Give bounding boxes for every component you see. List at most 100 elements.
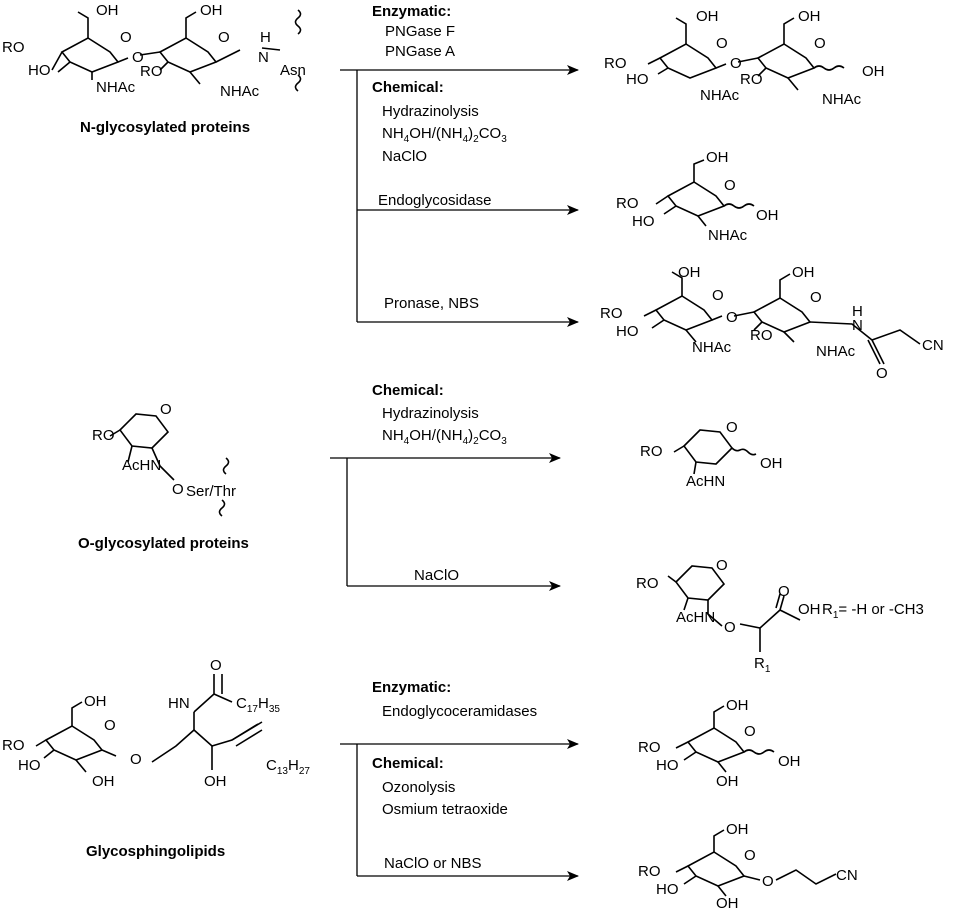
atom-label: O xyxy=(726,419,738,436)
o-glycan-caption: O-glycosylated proteins xyxy=(78,535,249,552)
atom-label: HO xyxy=(632,213,655,230)
atom-label: HN xyxy=(168,695,190,712)
atom-label: NHAc xyxy=(96,79,136,96)
atom-label: O xyxy=(130,751,142,768)
atom-label: NHAc xyxy=(700,87,740,104)
o-glycan-arrows xyxy=(330,453,561,591)
glycosphingolipid-caption: Glycosphingolipids xyxy=(86,843,225,860)
atom-label: RO xyxy=(140,63,163,80)
atom-label: O xyxy=(724,177,736,194)
atom-label: NHAc xyxy=(708,227,748,244)
chemical-label: Osmium tetraoxide xyxy=(382,801,508,818)
o-glycan-section: RO O AcHN O Ser/Thr O-glycosylated prote… xyxy=(78,382,924,675)
atom-label: OH xyxy=(726,697,749,714)
atom-label: C17H35 xyxy=(236,695,280,715)
atom-label: RO xyxy=(638,863,661,880)
atom-label: OH xyxy=(756,207,779,224)
atom-label: OH xyxy=(200,2,223,19)
atom-label: RO xyxy=(750,327,773,344)
atom-label: OH xyxy=(792,264,815,281)
atom-label: OH xyxy=(84,693,107,710)
atom-label: Asn xyxy=(280,62,306,79)
atom-label: RO xyxy=(2,737,25,754)
n-glycan-arrows xyxy=(340,65,579,327)
o-glycan-reactant-structure xyxy=(109,413,230,517)
atom-label: CN xyxy=(836,867,858,884)
atom-label: AcHN xyxy=(686,473,725,490)
n-glycan-product3-structure xyxy=(643,271,921,365)
atom-label: OH xyxy=(726,821,749,838)
chemical-label: NH4OH/(NH4)2CO3 xyxy=(382,125,507,145)
atom-label: AcHN xyxy=(676,609,715,626)
enzymatic-header: Enzymatic: xyxy=(372,3,451,20)
branch-label: Endoglycosidase xyxy=(378,192,491,209)
atom-label: RO xyxy=(92,427,115,444)
atom-label: O xyxy=(814,35,826,52)
atom-label: O xyxy=(172,481,184,498)
atom-label: NHAc xyxy=(816,343,856,360)
chemical-header: Chemical: xyxy=(372,755,444,772)
atom-label: CN xyxy=(922,337,944,354)
chemical-label: Ozonolysis xyxy=(382,779,455,796)
atom-label: OH xyxy=(798,8,821,25)
glycosphingolipid-section: OH RO HO O OH O HN O C17H35 OH C13H27 Gl… xyxy=(2,657,858,910)
atom-label: O xyxy=(104,717,116,734)
atom-label: HO xyxy=(656,757,679,774)
enzyme-label: Endoglycoceramidases xyxy=(382,703,537,720)
atom-label: AcHN xyxy=(122,457,161,474)
enzymatic-header: Enzymatic: xyxy=(372,679,451,696)
atom-label: OH xyxy=(778,753,801,770)
atom-label: C13H27 xyxy=(266,757,310,777)
atom-label: OH xyxy=(862,63,885,80)
atom-label: NHAc xyxy=(822,91,862,108)
atom-label: O xyxy=(810,289,822,306)
n-glycan-caption: N-glycosylated proteins xyxy=(80,119,250,136)
atom-label: OH xyxy=(96,2,119,19)
chemical-label: Hydrazinolysis xyxy=(382,103,479,120)
atom-label: O xyxy=(778,583,790,600)
atom-label: O xyxy=(218,29,230,46)
o-glycan-product1-structure xyxy=(673,429,757,475)
n-glycan-product1-structure xyxy=(647,17,845,91)
atom-label: RO xyxy=(616,195,639,212)
atom-label: HO xyxy=(626,71,649,88)
atom-label: OH xyxy=(678,264,701,281)
atom-label: RO xyxy=(638,739,661,756)
atom-label: HO xyxy=(28,62,51,79)
atom-label: RO xyxy=(740,71,763,88)
atom-label: HO xyxy=(656,881,679,898)
atom-label: O xyxy=(716,557,728,574)
atom-label: O xyxy=(876,365,888,382)
enzyme-label: PNGase A xyxy=(385,43,455,60)
atom-label: RO xyxy=(636,575,659,592)
atom-label: HO xyxy=(616,323,639,340)
chemical-label: Hydrazinolysis xyxy=(382,405,479,422)
atom-label: O xyxy=(716,35,728,52)
atom-label: O xyxy=(726,309,738,326)
atom-label: N xyxy=(852,317,863,334)
atom-label: O xyxy=(132,49,144,66)
n-glycan-product2-structure xyxy=(655,159,755,227)
atom-label: O xyxy=(210,657,222,674)
atom-label: NHAc xyxy=(220,83,260,100)
atom-label: HO xyxy=(18,757,41,774)
atom-label: OH xyxy=(760,455,783,472)
gsl-product1-structure xyxy=(675,705,775,773)
atom-label: H xyxy=(852,303,863,320)
branch-label: NaClO or NBS xyxy=(384,855,482,872)
chemical-label: NaClO xyxy=(382,148,427,165)
gsl-product2-structure xyxy=(675,829,837,897)
atom-label: NHAc xyxy=(692,339,732,356)
atom-label: O xyxy=(160,401,172,418)
atom-label: O xyxy=(730,55,742,72)
atom-label: OH xyxy=(706,149,729,166)
atom-label: N xyxy=(258,49,269,66)
atom-label: OH xyxy=(204,773,227,790)
atom-label: OH xyxy=(92,773,115,790)
atom-label: O xyxy=(724,619,736,636)
atom-label: O xyxy=(744,847,756,864)
enzyme-label: PNGase F xyxy=(385,23,455,40)
atom-label: O xyxy=(762,873,774,890)
atom-label: Ser/Thr xyxy=(186,483,236,500)
